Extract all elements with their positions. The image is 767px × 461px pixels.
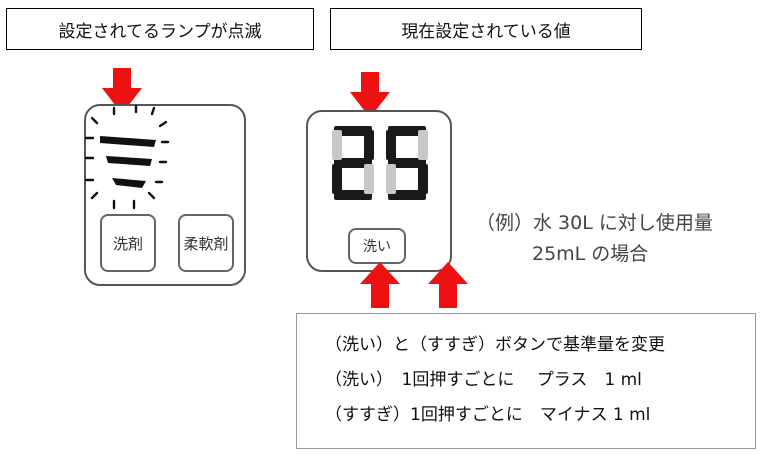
instruction-box: （洗い）と（すすぎ）ボタンで基準量を変更 （洗い） 1回押すごとに プラス 1 … [296, 313, 756, 449]
digit-2 [332, 126, 374, 200]
softener-button[interactable]: 柔軟剤 [178, 214, 234, 272]
example-note: （例）水 30L に対し使用量 25mL の場合 [476, 208, 713, 270]
detergent-panel: 洗剤 柔軟剤 [84, 104, 246, 286]
wash-button[interactable]: 洗い [348, 228, 406, 264]
up-arrow-wash-icon [360, 262, 400, 308]
down-arrow-left-icon [102, 68, 142, 114]
current-value-label: 現在設定されている値 [330, 8, 642, 50]
detergent-level-lamp-icon [84, 104, 170, 210]
example-line-2: 25mL の場合 [532, 243, 649, 265]
detergent-button[interactable]: 洗剤 [100, 214, 156, 272]
down-arrow-right-icon [350, 72, 390, 118]
digit-5 [386, 126, 428, 200]
instruction-line-2: （洗い） 1回押すごとに プラス 1 ml [325, 370, 642, 390]
seven-segment-display [332, 126, 428, 200]
up-arrow-rinse-icon [428, 262, 468, 308]
example-line-1: （例）水 30L に対し使用量 [476, 212, 713, 234]
instruction-line-3: （すすぎ）1回押すごとに マイナス 1 ml [325, 405, 651, 425]
blinking-lamp-label: 設定されてるランプが点滅 [6, 8, 314, 50]
instruction-line-1: （洗い）と（すすぎ）ボタンで基準量を変更 [325, 335, 665, 355]
value-display-panel: 洗い [306, 110, 452, 272]
